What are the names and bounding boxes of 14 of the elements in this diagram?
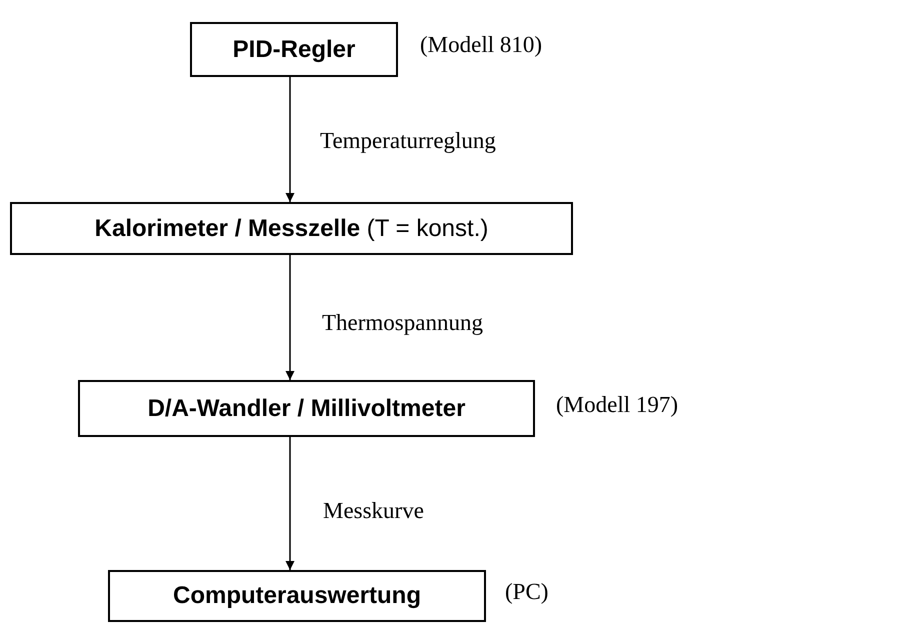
arrow bbox=[286, 437, 294, 570]
process-box bbox=[108, 570, 486, 622]
box-label: Kalorimeter / Messzelle (T = konst.) bbox=[94, 214, 488, 244]
box-label: D/A-Wandler / Millivoltmeter bbox=[148, 394, 466, 424]
box-label: Computerauswertung bbox=[172, 581, 421, 611]
process-box bbox=[190, 22, 398, 77]
process-box bbox=[10, 202, 573, 255]
device-note: (Modell 810) bbox=[420, 31, 542, 59]
box-label: PID-Regler bbox=[232, 34, 356, 64]
device-note: (PC) bbox=[505, 578, 548, 606]
arrow bbox=[286, 77, 294, 202]
arrow bbox=[286, 255, 294, 380]
device-note: (Modell 197) bbox=[556, 391, 678, 419]
process-box bbox=[78, 380, 535, 437]
